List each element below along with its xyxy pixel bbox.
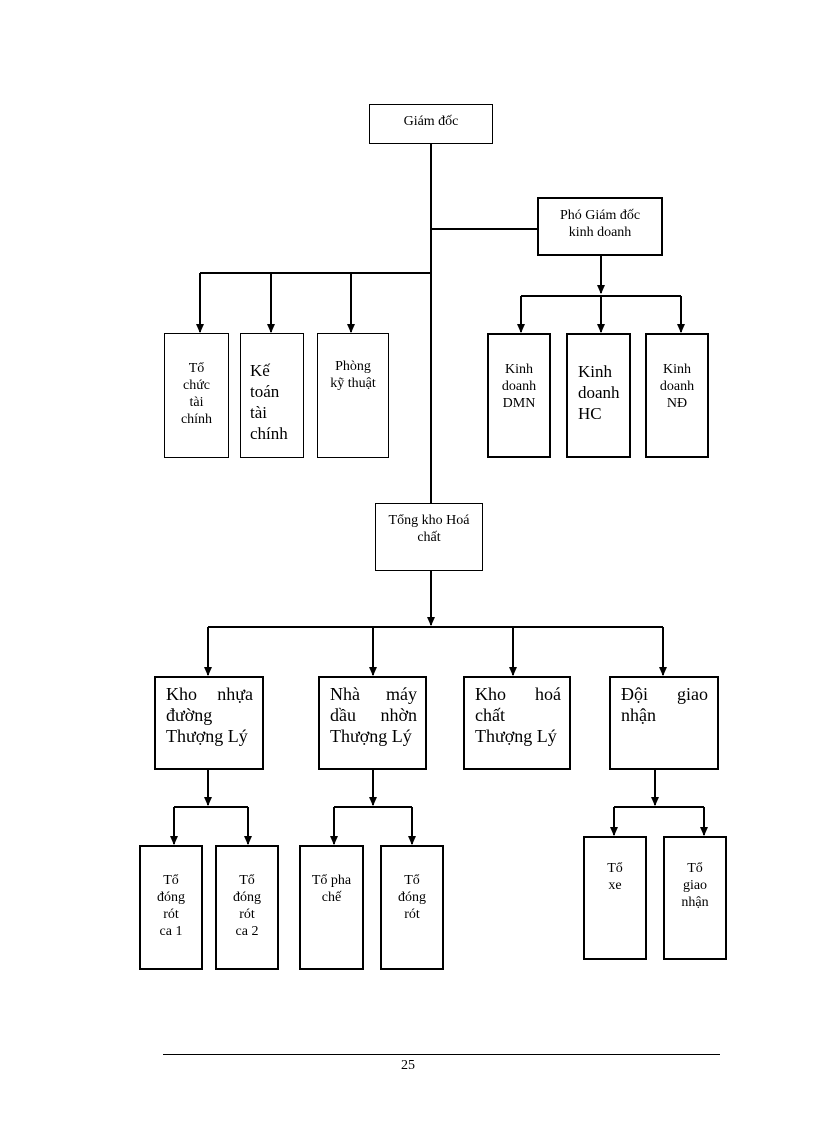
kd-hc-box: Kinh doanh HC [566,333,631,458]
director-label: Giám đốc [403,114,459,129]
director-box: Giám đốc [369,104,493,144]
dong-rot-ca1-label: Tổ đóng rót ca 1 [157,873,185,939]
nha-may-box: Nhà máy dầu nhờn Thượng Lý [318,676,427,770]
kd-dmn-label: Kinh doanh DMN [501,362,537,411]
nha-may-label: Nhà máy dầu nhờn Thượng Lý [330,684,417,746]
dong-rot-ca1-box: Tổ đóng rót ca 1 [139,845,203,970]
deputy-director-label: Phó Giám đốc kinh doanh [559,208,641,240]
to-chuc-label: Tổ chức tài chính [180,361,213,427]
warehouse-label: Tổng kho Hoá chất [388,513,470,545]
doi-giao-nhan-label: Đội giao nhận [621,684,708,725]
dong-rot-box: Tổ đóng rót [380,845,444,970]
footer-rule [163,1054,720,1055]
page-number: 25 [401,1058,415,1073]
dong-rot-ca2-box: Tổ đóng rót ca 2 [215,845,279,970]
kho-nhua-box: Kho nhựa đường Thượng Lý [154,676,264,770]
giao-nhan-box: Tổ giao nhận [663,836,727,960]
kd-hc-label: Kinh doanh HC [578,362,620,423]
ke-toan-label: Kế toán tài chính [250,361,288,443]
warehouse-box: Tổng kho Hoá chất [375,503,483,571]
phong-ky-thuat-box: Phòng kỹ thuật [317,333,389,458]
dong-rot-label: Tổ đóng rót [398,873,426,922]
to-xe-label: Tổ xe [607,861,623,893]
doi-giao-nhan-box: Đội giao nhận [609,676,719,770]
deputy-director-box: Phó Giám đốc kinh doanh [537,197,663,256]
dong-rot-ca2-label: Tổ đóng rót ca 2 [233,873,261,939]
pha-che-label: Tổ pha chế [311,873,352,905]
kd-dmn-box: Kinh doanh DMN [487,333,551,458]
kho-nhua-label: Kho nhựa đường Thượng Lý [166,684,253,746]
kd-nd-label: Kinh doanh NĐ [659,362,695,411]
pha-che-box: Tổ pha chế [299,845,364,970]
kd-nd-box: Kinh doanh NĐ [645,333,709,458]
phong-ky-thuat-label: Phòng kỹ thuật [330,359,376,391]
ke-toan-box: Kế toán tài chính [240,333,304,458]
to-xe-box: Tổ xe [583,836,647,960]
kho-hoa-chat-label: Kho hoá chất Thượng Lý [475,684,561,746]
giao-nhan-label: Tổ giao nhận [681,861,709,910]
kho-hoa-chat-box: Kho hoá chất Thượng Lý [463,676,571,770]
to-chuc-box: Tổ chức tài chính [164,333,229,458]
